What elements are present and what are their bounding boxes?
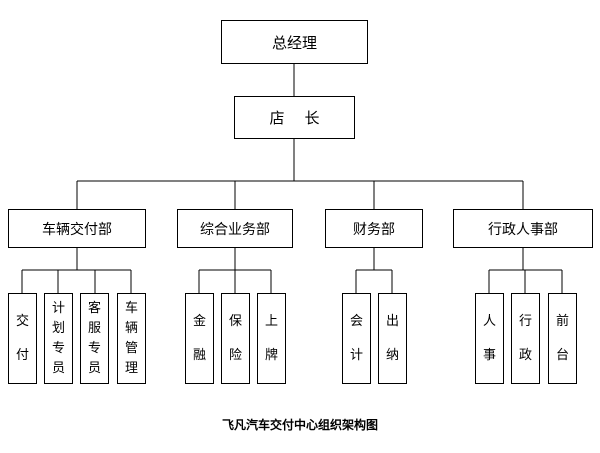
role-label: 客服专员 bbox=[87, 300, 101, 376]
role-reception: 前台 bbox=[548, 293, 577, 384]
dept-vehicle-delivery: 车辆交付部 bbox=[8, 209, 146, 248]
dept-general-business: 综合业务部 bbox=[177, 209, 293, 248]
role-accountant: 会计 bbox=[342, 293, 371, 384]
role-administration: 行政 bbox=[511, 293, 540, 384]
role-customer-service: 客服专员 bbox=[80, 293, 109, 384]
ceo-label: 总经理 bbox=[271, 33, 317, 52]
role-label: 交付 bbox=[15, 313, 29, 363]
dept-label: 行政人事部 bbox=[488, 221, 558, 238]
role-label: 出纳 bbox=[385, 313, 399, 363]
ceo-box: 总经理 bbox=[221, 20, 368, 64]
role-licensing: 上牌 bbox=[257, 293, 286, 384]
dept-label: 财务部 bbox=[353, 221, 395, 238]
role-delivery: 交付 bbox=[8, 293, 37, 384]
role-vehicle-management: 车辆管理 bbox=[117, 293, 146, 384]
role-hr: 人事 bbox=[475, 293, 504, 384]
role-label: 人事 bbox=[482, 313, 496, 363]
dept-label: 综合业务部 bbox=[200, 221, 270, 238]
role-label: 车辆管理 bbox=[124, 300, 138, 376]
role-label: 金融 bbox=[192, 313, 206, 363]
store-manager-box: 店长 bbox=[234, 96, 355, 139]
diagram-caption: 飞凡汽车交付中心组织架构图 bbox=[221, 418, 378, 432]
role-cashier: 出纳 bbox=[378, 293, 407, 384]
role-label: 前台 bbox=[555, 313, 569, 363]
role-label: 行政 bbox=[518, 313, 532, 363]
store-manager-label: 店长 bbox=[269, 109, 340, 127]
role-finance-loan: 金融 bbox=[185, 293, 214, 384]
role-label: 保险 bbox=[228, 313, 242, 363]
role-label: 计划专员 bbox=[51, 300, 65, 376]
dept-admin-hr: 行政人事部 bbox=[453, 209, 593, 248]
dept-finance: 财务部 bbox=[325, 209, 423, 248]
dept-label: 车辆交付部 bbox=[42, 221, 112, 238]
role-label: 上牌 bbox=[264, 313, 278, 363]
role-label: 会计 bbox=[349, 313, 363, 363]
role-planning-specialist: 计划专员 bbox=[44, 293, 73, 384]
role-insurance: 保险 bbox=[221, 293, 250, 384]
